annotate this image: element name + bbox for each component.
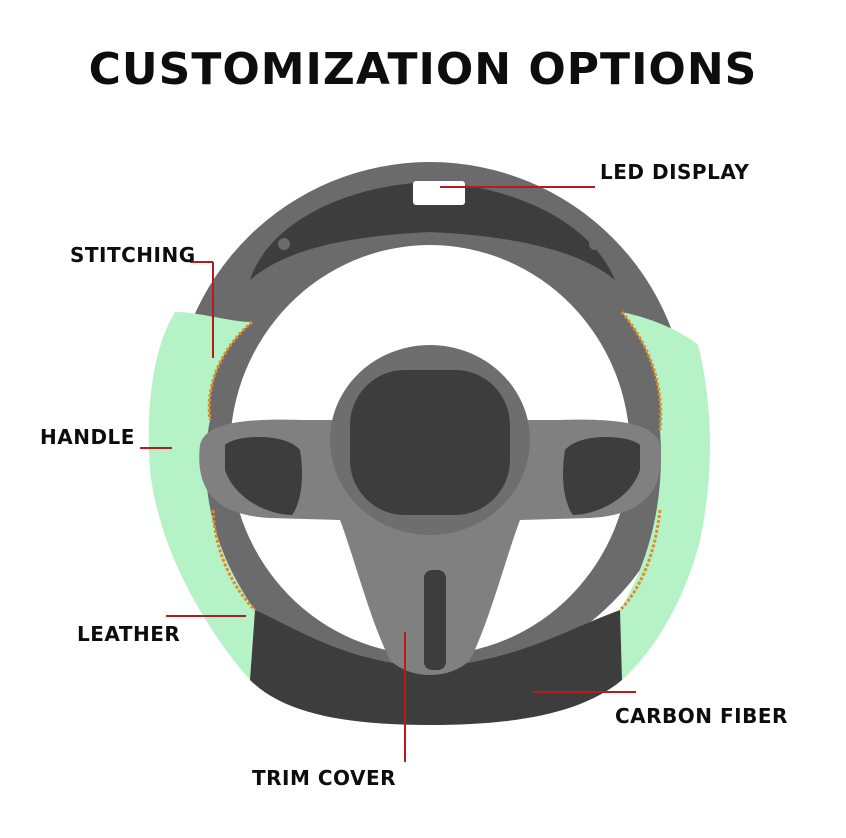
diagram-title: CUSTOMIZATION OPTIONS [88,44,758,95]
airbag-cover [350,370,510,515]
paddle-button-left [278,238,290,250]
led-display-screen[interactable] [413,181,465,205]
carbon-top-panel [250,182,615,280]
label-trim-cover: TRIM COVER [252,766,397,790]
label-led-display: LED DISPLAY [600,160,750,184]
label-leather: LEATHER [77,622,181,646]
stitching-left-lower [211,509,257,612]
lower-spoke-slot [424,570,446,670]
stitching-left [207,320,253,421]
right-leather-grip[interactable] [620,312,710,680]
stitching-right [620,311,663,431]
label-stitching: STITCHING [70,243,196,267]
right-spoke-button-panel[interactable] [562,436,640,515]
paddle-button-right [589,238,601,250]
stitching-right-lower [618,509,662,612]
left-spoke-button-panel[interactable] [225,436,303,515]
label-carbon-fiber: CARBON FIBER [615,704,788,728]
label-handle: HANDLE [40,425,135,449]
left-leather-grip[interactable] [148,312,255,680]
hub-spokes [199,419,661,675]
